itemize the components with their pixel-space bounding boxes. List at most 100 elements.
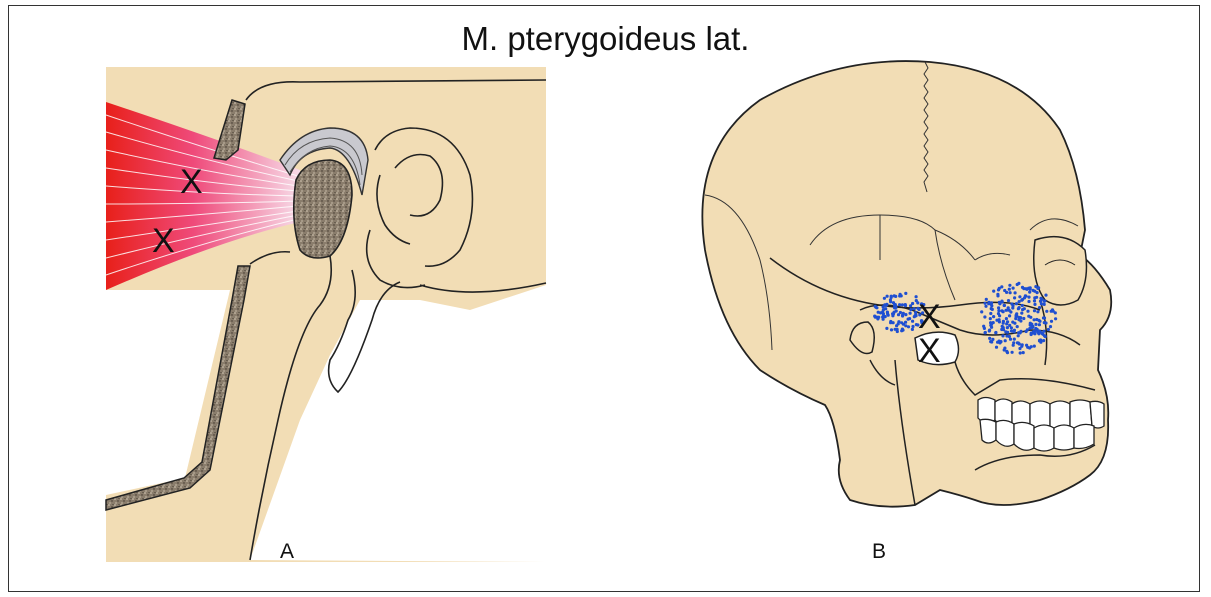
referred-pain-dot <box>1033 299 1036 302</box>
referred-pain-dot <box>1008 288 1011 291</box>
referred-pain-dot <box>900 321 903 324</box>
referred-pain-dot <box>1019 330 1022 333</box>
referred-pain-dot <box>985 298 988 301</box>
referred-pain-dot <box>1039 297 1042 300</box>
referred-pain-dot <box>1030 345 1033 348</box>
referred-pain-dot <box>1042 316 1045 319</box>
referred-pain-dot <box>989 321 992 324</box>
referred-pain-dot <box>1013 296 1016 299</box>
referred-pain-dot <box>1016 283 1019 286</box>
referred-pain-dot <box>1006 326 1009 329</box>
referred-pain-dot <box>1017 341 1020 344</box>
referred-pain-dot <box>1018 306 1021 309</box>
referred-pain-dot <box>1038 323 1041 326</box>
referred-pain-dot <box>1003 304 1006 307</box>
referred-pain-dot <box>982 325 985 328</box>
referred-pain-dot <box>1000 285 1003 288</box>
referred-pain-dot <box>992 315 995 318</box>
referred-pain-dot <box>984 331 987 334</box>
referred-pain-dot <box>1036 310 1039 313</box>
panel-label-a: A <box>280 540 294 564</box>
referred-pain-dot <box>1007 306 1010 309</box>
referred-pain-dot <box>998 314 1001 317</box>
referred-pain-dot <box>1011 304 1014 307</box>
referred-pain-dot <box>1015 315 1018 318</box>
referred-pain-dot <box>1019 319 1022 322</box>
referred-pain-dot <box>1019 316 1022 319</box>
referred-pain-dot <box>1008 314 1011 317</box>
referred-pain-dot <box>874 305 877 308</box>
referred-pain-dot <box>1010 326 1013 329</box>
referred-pain-dot <box>911 302 914 305</box>
referred-pain-dot <box>1033 309 1036 312</box>
referred-pain-dot <box>1033 290 1036 293</box>
referred-pain-dot <box>1017 334 1020 337</box>
referred-pain-dot <box>1003 348 1006 351</box>
referred-pain-dot <box>901 303 904 306</box>
referred-pain-dot <box>894 295 897 298</box>
referred-pain-dot <box>1021 304 1024 307</box>
referred-pain-dot <box>1030 332 1033 335</box>
referred-pain-dot <box>997 309 1000 312</box>
referred-pain-dot <box>1021 343 1024 346</box>
referred-pain-dot <box>1005 291 1008 294</box>
trigger-point-marker-upper: X <box>180 163 203 201</box>
referred-pain-dot <box>886 295 889 298</box>
referred-pain-dot <box>1004 339 1007 342</box>
referred-pain-dot <box>1002 322 1005 325</box>
referred-pain-dot <box>899 293 902 296</box>
referred-pain-dot <box>1008 284 1011 287</box>
referred-pain-dot <box>991 338 994 341</box>
referred-pain-dot <box>1047 328 1050 331</box>
panel-b-skull: X X <box>702 61 1111 507</box>
panel-label-b: B <box>872 540 886 564</box>
referred-pain-dot <box>897 313 900 316</box>
referred-pain-dot <box>1040 302 1043 305</box>
referred-pain-dot <box>1027 296 1030 299</box>
referred-pain-dot <box>1001 328 1004 331</box>
referred-pain-dot <box>1049 325 1052 328</box>
referred-pain-dot <box>1025 330 1028 333</box>
referred-pain-dot <box>904 292 907 295</box>
referred-pain-dot <box>994 331 997 334</box>
referred-pain-dot <box>991 308 994 311</box>
referred-pain-dot <box>889 300 892 303</box>
referred-pain-dot <box>1005 317 1008 320</box>
referred-pain-dot <box>1011 351 1014 354</box>
referred-pain-dot <box>989 312 992 315</box>
referred-pain-dot <box>877 316 880 319</box>
trigger-point-marker-b-upper: X <box>918 298 941 336</box>
referred-pain-dot <box>877 311 880 314</box>
referred-pain-dot <box>894 303 897 306</box>
referred-pain-dot <box>992 290 995 293</box>
referred-pain-dot <box>884 315 887 318</box>
referred-pain-dot <box>1011 321 1014 324</box>
referred-pain-dot <box>1012 287 1015 290</box>
referred-pain-dot <box>907 325 910 328</box>
referred-pain-dot <box>1044 335 1047 338</box>
referred-pain-dot <box>1033 318 1036 321</box>
referred-pain-dot <box>997 288 1000 291</box>
referred-pain-dot <box>1000 300 1003 303</box>
referred-pain-dot <box>1042 330 1045 333</box>
referred-pain-dot <box>1001 334 1004 337</box>
referred-pain-dot <box>1018 295 1021 298</box>
referred-pain-dot <box>1035 318 1038 321</box>
referred-pain-dot <box>988 337 991 340</box>
referred-pain-dot <box>1042 339 1045 342</box>
referred-pain-dot <box>1027 315 1030 318</box>
referred-pain-dot <box>890 328 893 331</box>
referred-pain-dot <box>1024 294 1027 297</box>
referred-pain-dot <box>1012 341 1015 344</box>
referred-pain-dot <box>1028 327 1031 330</box>
referred-pain-dot <box>1036 287 1039 290</box>
referred-pain-dot <box>1054 311 1057 314</box>
referred-pain-dot <box>1021 308 1024 311</box>
referred-pain-dot <box>1001 325 1004 328</box>
referred-pain-dot <box>990 326 993 329</box>
referred-pain-dot <box>1013 330 1016 333</box>
referred-pain-dot <box>897 322 900 325</box>
referred-pain-dot <box>911 328 914 331</box>
referred-pain-dot <box>1028 291 1031 294</box>
referred-pain-dot <box>988 329 991 332</box>
